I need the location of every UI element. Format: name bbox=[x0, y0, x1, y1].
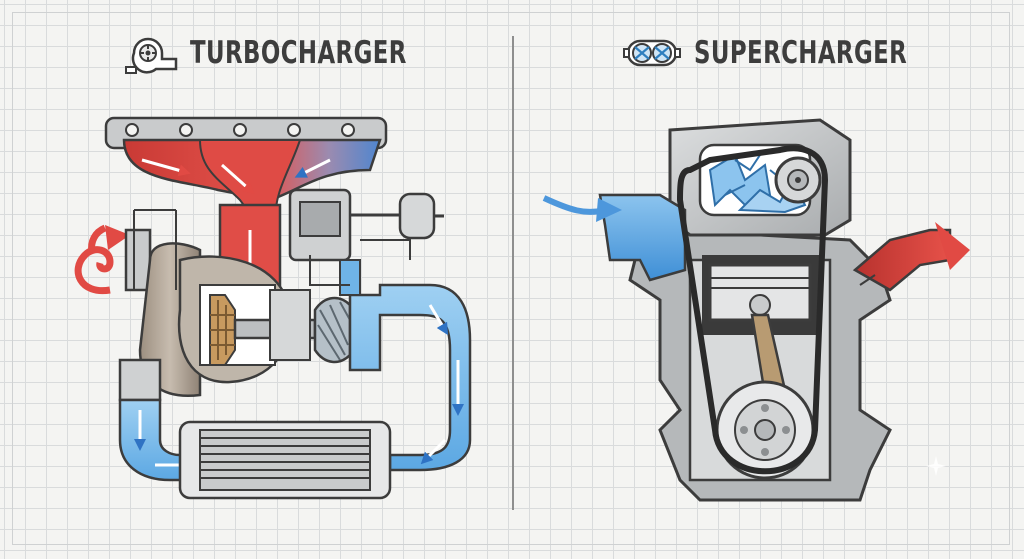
turbine-wheel bbox=[209, 294, 236, 366]
supercharger-intake-pipe bbox=[542, 193, 687, 282]
drive-belt bbox=[676, 145, 829, 475]
supercharger-heading: SUPERCHARGER bbox=[622, 30, 954, 76]
supercharger-diagram bbox=[542, 118, 970, 502]
intercooler bbox=[178, 420, 392, 500]
compressor-housing bbox=[309, 255, 472, 472]
turbocharger-title: TURBOCHARGER bbox=[190, 35, 407, 71]
turbocharger-heading: TURBOCHARGER bbox=[124, 30, 454, 76]
wastegate-actuator bbox=[288, 188, 444, 262]
compressor-wheel bbox=[313, 296, 352, 364]
sparkle-icon bbox=[926, 456, 946, 476]
turbo-icon bbox=[125, 37, 178, 74]
turbocharger-diagram bbox=[74, 116, 472, 500]
exhaust-outlet-arrow bbox=[74, 224, 130, 295]
supercharger-icon bbox=[623, 39, 681, 67]
panel-frame bbox=[12, 12, 1010, 545]
supercharger-exhaust-pipe bbox=[852, 222, 970, 292]
piston bbox=[708, 263, 812, 322]
supercharger-title: SUPERCHARGER bbox=[694, 35, 908, 71]
blower-pulley bbox=[774, 156, 822, 204]
panel-divider bbox=[512, 36, 514, 510]
